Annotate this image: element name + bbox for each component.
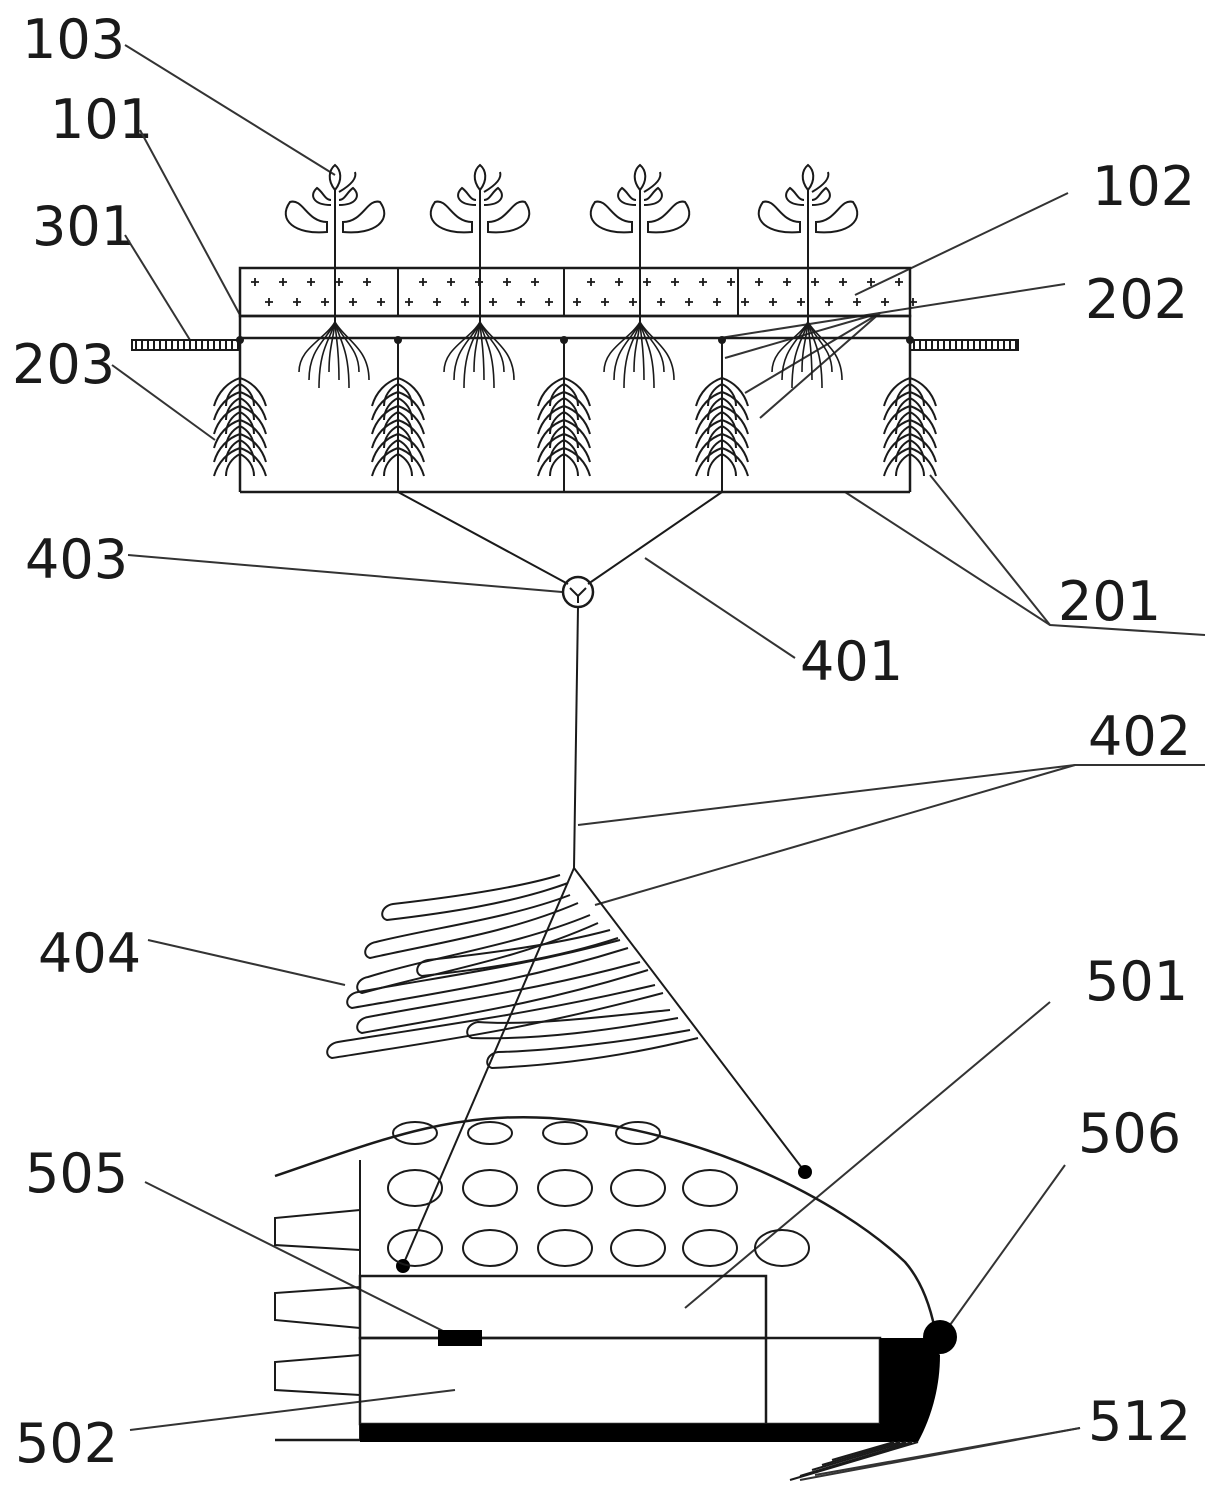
leader-201-b [929,474,1051,626]
connection-ropes [326,491,812,1273]
leader-103 [124,44,336,176]
rope-402-main [573,606,579,869]
leader-202-c [744,312,881,394]
rope-402-right [573,867,806,1173]
plant [757,163,859,322]
submerged-plants [213,340,937,480]
dome-shell [274,1116,937,1331]
label-502: 502 [15,1412,118,1475]
leader-501 [684,1001,1051,1309]
chamber-501 [358,1274,768,1340]
rope-401-right [587,491,723,585]
leader-505 [144,1181,456,1338]
leader-102 [854,192,1069,296]
label-501: 501 [1085,950,1188,1013]
knob-506 [923,1320,957,1354]
leader-203 [111,364,216,441]
label-512: 512 [1088,1390,1191,1453]
label-403: 403 [25,528,128,591]
plant [589,163,691,322]
leader-402-b [594,764,1076,906]
leader-512-b [799,1427,1081,1481]
leader-502 [129,1389,456,1431]
label-103: 103 [22,8,125,71]
rope-401-left [397,491,569,585]
leader-101 [139,129,241,316]
label-404: 404 [38,922,141,985]
substrate-layer [238,266,912,318]
label-402: 402 [1088,705,1191,768]
leader-403 [127,554,563,593]
leader-401 [644,557,796,659]
label-202: 202 [1085,268,1188,331]
raft-base-plate [238,314,912,340]
base-plate [360,1424,880,1442]
fiber-strips-404 [326,874,699,1070]
anchor-point-right [798,1165,812,1179]
planting-raft [131,163,1019,494]
label-201: 201 [1058,570,1161,633]
label-203: 203 [12,333,115,396]
label-505: 505 [25,1142,128,1205]
label-102: 102 [1092,155,1195,218]
habitat-block [274,1116,957,1481]
leader-402 [577,764,1205,826]
habitat-holes [387,1121,810,1267]
left-fins [274,1160,361,1440]
label-506: 506 [1078,1102,1181,1165]
label-301: 301 [32,195,135,258]
leader-lines [111,44,1206,1481]
aquatic-plants [284,163,859,322]
bristles-512 [789,1441,919,1481]
leader-506 [949,1164,1066,1326]
plant-roots [298,321,843,389]
label-401: 401 [800,630,903,693]
plant [429,163,531,322]
leader-202 [719,283,1066,339]
label-101: 101 [50,88,153,151]
sensor-505 [438,1330,482,1346]
substrate-pattern [251,278,917,306]
plant [284,163,386,322]
counterweight [880,1338,940,1442]
leader-301 [124,234,191,341]
chamber-502 [358,1336,882,1426]
leader-404 [147,939,346,986]
